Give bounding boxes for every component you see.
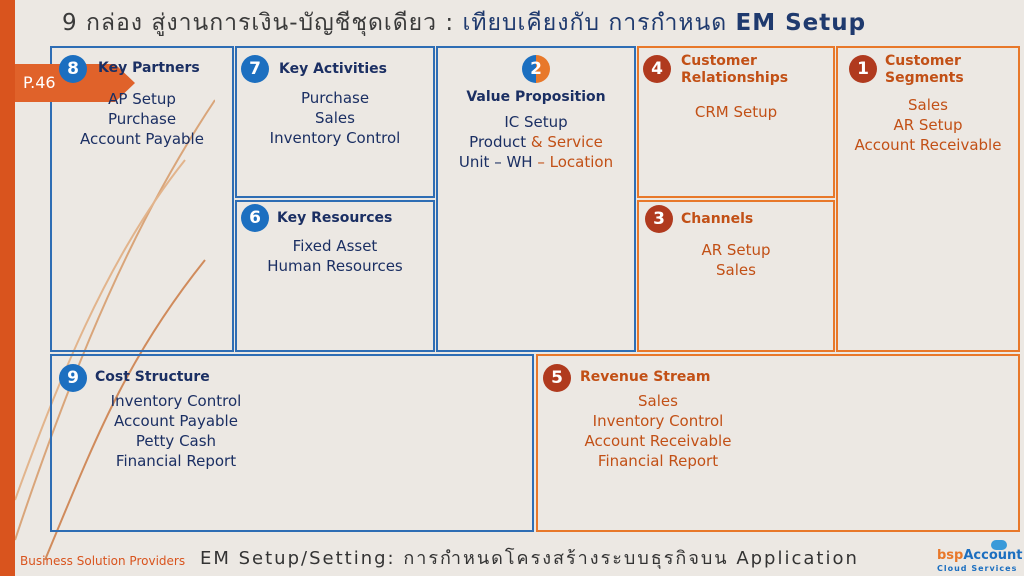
list-item: Financial Report [597,452,719,470]
cloud-icon [991,540,1007,550]
list-item: Financial Report [115,452,237,470]
value-proposition-heading: Value Proposition [466,89,606,105]
list-item: Fixed Asset [292,237,378,255]
title-prefix: 9 กล่อง สู่งานการเงิน-บัญชีชุดเดียว : [62,10,463,36]
title-middle: เทียบเคียงกับ การกำหนด [462,10,736,36]
list-item: Sales [315,109,355,127]
left-accent-bar [0,0,15,576]
list-item: Inventory Control [110,392,242,410]
key-partners-items: AP Setup Purchase Account Payable [50,89,234,149]
key-activities-box [235,46,435,198]
bsp-account-logo: bspAccount Cloud Services [937,540,1023,574]
cost-structure-box [50,354,534,532]
revenue-stream-heading: Revenue Stream [580,369,711,385]
list-item: Sales [908,96,948,114]
list-item: Purchase [300,89,370,107]
list-item-part: Product [469,133,531,151]
title-highlight: EM Setup [735,10,867,36]
key-partners-number: 8 [59,55,87,83]
customer-segments-items: Sales AR Setup Account Receivable [836,95,1020,155]
page-number: P.46 [23,73,56,92]
customer-segments-box [836,46,1020,352]
heading-line: Segments [885,70,964,86]
heading-line: Relationships [681,70,789,86]
value-proposition-number: 2 [522,55,550,83]
logo-wordmark: bspAccount [937,548,1023,563]
list-item: Inventory Control [592,412,724,430]
list-item: IC Setup [504,113,568,131]
decorative-curves [15,99,215,560]
list-item: AR Setup [893,116,963,134]
list-item: Inventory Control [269,129,401,147]
key-partners-box [50,46,234,352]
logo-bsp: bsp [937,548,964,563]
list-item: Sales [638,392,678,410]
page-label-tag: P.46 [15,64,135,102]
key-resources-heading: Key Resources [277,210,393,226]
key-activities-items: Purchase Sales Inventory Control [235,88,435,148]
list-item: Product & Service [436,132,636,152]
list-item: Unit – WH – Location [436,152,636,172]
revenue-stream-box [536,354,1020,532]
list-item: Account Receivable [584,432,732,450]
key-partners-heading: Key Partners [98,60,200,76]
list-item-part: Unit – WH [458,153,538,171]
heading-line: Customer [681,53,757,69]
channels-items: AR Setup Sales [637,240,835,280]
list-item: Human Resources [267,257,403,275]
logo-subtitle: Cloud Services [937,564,1018,573]
heading-line: Customer [885,53,961,69]
customer-relationships-number: 4 [643,55,671,83]
list-item: CRM Setup [694,103,778,121]
customer-segments-heading: Customer Segments [885,53,964,87]
cost-structure-number: 9 [59,364,87,392]
customer-relationships-box [637,46,835,198]
customer-segments-number: 1 [849,55,877,83]
key-resources-items: Fixed Asset Human Resources [235,236,435,276]
list-item: Purchase [107,110,177,128]
list-item: Account Payable [114,412,238,430]
customer-relationships-items: CRM Setup [637,102,835,122]
list-item: Petty Cash [135,432,217,450]
revenue-stream-number: 5 [543,364,571,392]
cost-structure-items: Inventory Control Account Payable Petty … [76,391,276,471]
logo-account: Account [963,548,1023,563]
footer-caption: EM Setup/Setting: การกำหนดโครงสร้างระบบธ… [200,548,859,569]
company-tagline: Business Solution Providers [20,554,186,568]
customer-relationships-heading: Customer Relationships [681,53,788,87]
list-item: Account Payable [80,130,204,148]
revenue-stream-items: Sales Inventory Control Account Receivab… [558,391,758,471]
channels-box [637,200,835,352]
key-resources-number: 6 [241,204,269,232]
list-item: AR Setup [701,241,771,259]
list-item: AP Setup [108,90,176,108]
list-item-part: – Location [537,153,614,171]
key-resources-box [235,200,435,352]
list-item: Sales [716,261,756,279]
value-proposition-items: IC Setup Product & Service Unit – WH – L… [436,112,636,172]
value-proposition-box [436,46,636,352]
cost-structure-heading: Cost Structure [95,369,210,385]
channels-heading: Channels [681,211,754,227]
channels-number: 3 [645,205,673,233]
key-activities-heading: Key Activities [279,61,387,77]
key-activities-number: 7 [241,55,269,83]
list-item-part: & Service [530,133,603,151]
page-title: 9 กล่อง สู่งานการเงิน-บัญชีชุดเดียว : เท… [62,4,866,42]
list-item: Account Receivable [854,136,1002,154]
